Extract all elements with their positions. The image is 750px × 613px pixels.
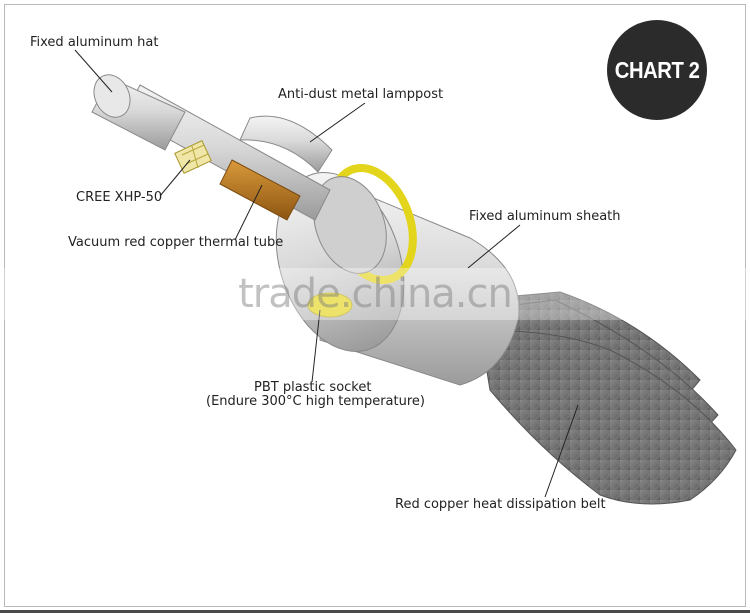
chart-badge-text: CHART 2 bbox=[614, 56, 700, 83]
anti-dust-lamppost bbox=[239, 115, 333, 173]
label-socket: PBT plastic socket bbox=[254, 380, 372, 395]
label-aluminum-hat: Fixed aluminum hat bbox=[30, 35, 159, 50]
image-frame bbox=[4, 4, 746, 607]
heat-dissipation-belt bbox=[469, 291, 737, 505]
label-lamppost: Anti-dust metal lamppost bbox=[278, 87, 444, 102]
leader-lines bbox=[74, 49, 579, 498]
label-aluminum-sheath: Fixed aluminum sheath bbox=[469, 209, 621, 224]
chart-badge: CHART 2 bbox=[607, 20, 707, 120]
label-dissipation-belt: Red copper heat dissipation belt bbox=[395, 497, 606, 512]
pbt-socket bbox=[313, 176, 387, 274]
label-socket-temperature: (Endure 300°C high temperature) bbox=[206, 394, 425, 409]
label-cree: CREE XHP-50 bbox=[76, 190, 163, 205]
socket-yellow-tab bbox=[307, 292, 353, 318]
cree-chip bbox=[174, 140, 212, 174]
bottom-rule bbox=[0, 610, 750, 613]
label-thermal-tube: Vacuum red copper thermal tube bbox=[68, 235, 284, 250]
aluminum-hat bbox=[91, 74, 186, 151]
